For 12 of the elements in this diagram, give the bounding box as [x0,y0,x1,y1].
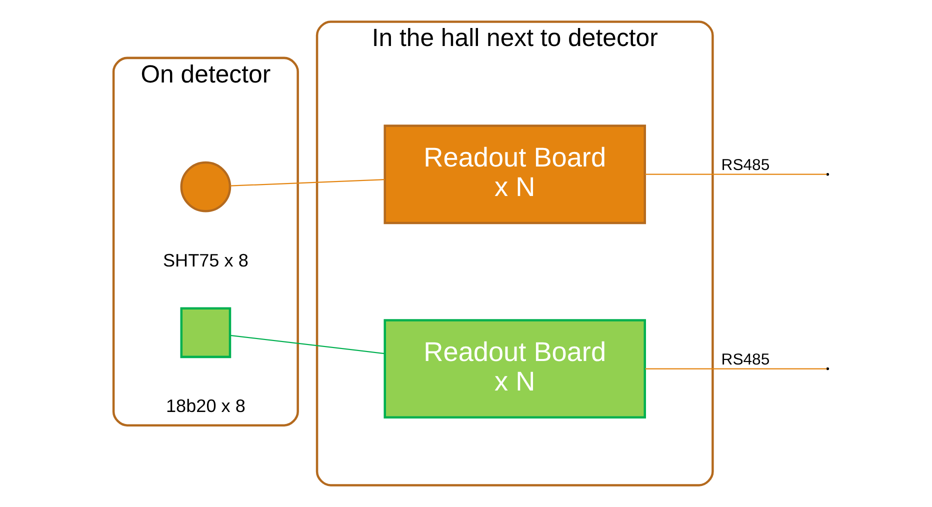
connector [230,179,384,186]
connector [644,174,826,175]
node-box: Readout Board x N [383,319,646,419]
edge-label: RS485 [720,157,770,174]
connector [230,334,384,354]
node-label: 18b20 x 8 [165,396,245,416]
node-label: SHT75 x 8 [162,250,248,270]
edge-label: RS485 [720,352,770,369]
node-box: Readout Board x N [383,124,646,224]
connector [644,368,826,370]
node-circle [180,161,231,212]
node-box [180,307,231,358]
